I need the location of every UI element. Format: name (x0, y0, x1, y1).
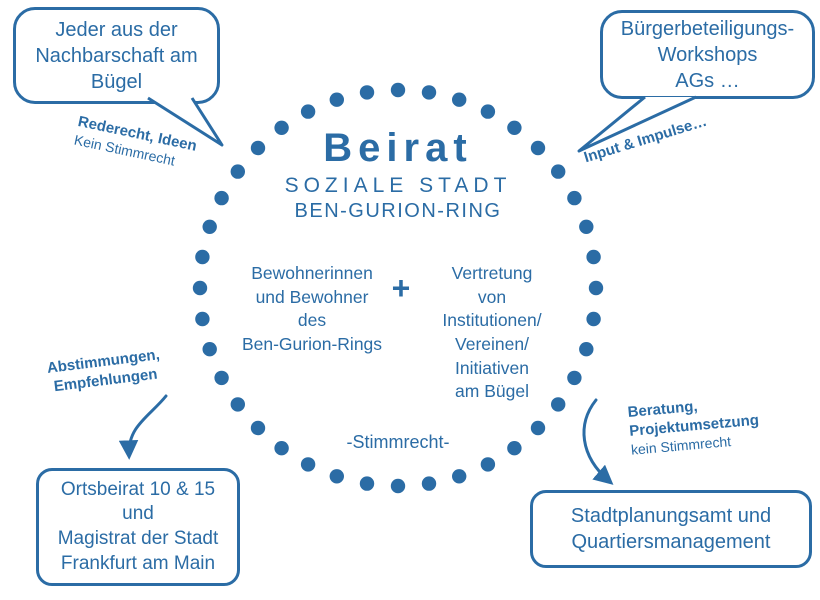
speech-bubble-neighbourhood-text: Jeder aus der Nachbarschaft am Bügel (35, 18, 198, 93)
circle-dot (329, 469, 344, 484)
box-stadtplanungsamt: Stadtplanungsamt und Quartiersmanagement (530, 490, 812, 568)
circle-dot (195, 311, 210, 327)
annotation-input-impulse-text: Input & Impulse… (582, 112, 709, 167)
speech-bubble-neighbourhood: Jeder aus der Nachbarschaft am Bügel (13, 7, 220, 104)
circle-dot (480, 104, 496, 119)
circle-dot (390, 82, 406, 98)
circle-dot (195, 249, 210, 265)
annotation-abstimmungen-text: Abstimmungen, Empfehlungen (46, 346, 161, 395)
circle-dot (192, 280, 208, 296)
speech-bubble-workshops: Bürgerbeteiligungs- Workshops AGs … (600, 10, 815, 99)
annotation-rederecht: Rederecht, Ideen Kein Stimmrecht (72, 113, 198, 174)
voting-right-note: -Stimmrecht- (346, 432, 450, 452)
members-residents-text: Bewohnerinnen und Bewohner des Ben-Gurio… (241, 263, 383, 354)
annotation-input-impulse: Input & Impulse… (582, 113, 709, 168)
circle-dot (359, 85, 375, 100)
circle-subtitle-ben-gurion-ring: BEN-GURION-RING (294, 200, 502, 222)
speech-bubble-workshops-text: Bürgerbeteiligungs- Workshops AGs … (620, 17, 795, 92)
circle-dot (390, 478, 406, 494)
circle-dot (586, 311, 601, 327)
circle-dot (452, 92, 467, 107)
circle-dot (579, 342, 594, 357)
annotation-abstimmungen: Abstimmungen, Empfehlungen (46, 346, 163, 397)
circle-dot (300, 104, 316, 119)
box-ortsbeirat-magistrat: Ortsbeirat 10 & 15 und Magistrat der Sta… (36, 468, 240, 586)
circle-dot (480, 457, 496, 472)
annotation-beratung: Beratung, Projektumsetzung kein Stimmrec… (627, 393, 761, 459)
circle-dot (421, 85, 437, 100)
arrow-to-ortsbeirat (118, 394, 168, 460)
plus-sign: + (391, 270, 411, 306)
circle-dot (202, 342, 217, 357)
box-ortsbeirat-magistrat-text: Ortsbeirat 10 & 15 und Magistrat der Sta… (57, 478, 219, 574)
circle-dot (567, 370, 582, 386)
box-stadtplanungsamt-text: Stadtplanungsamt und Quartiersmanagement (570, 505, 772, 553)
circle-dot (588, 280, 604, 296)
circle-dot (586, 249, 601, 265)
circle-subtitle-soziale-stadt: SOZIALE STADT (284, 174, 512, 197)
circle-dot (300, 457, 316, 472)
circle-dot (329, 92, 344, 107)
circle-dot (214, 370, 229, 386)
circle-dot (359, 476, 375, 491)
members-institutions-text: Vertretung von Institutionen/ Vereinen/ … (442, 263, 542, 402)
circle-dot (421, 476, 437, 491)
circle-dot (452, 469, 467, 484)
circle-dot (230, 397, 245, 412)
circle-title: Beirat (323, 126, 473, 170)
